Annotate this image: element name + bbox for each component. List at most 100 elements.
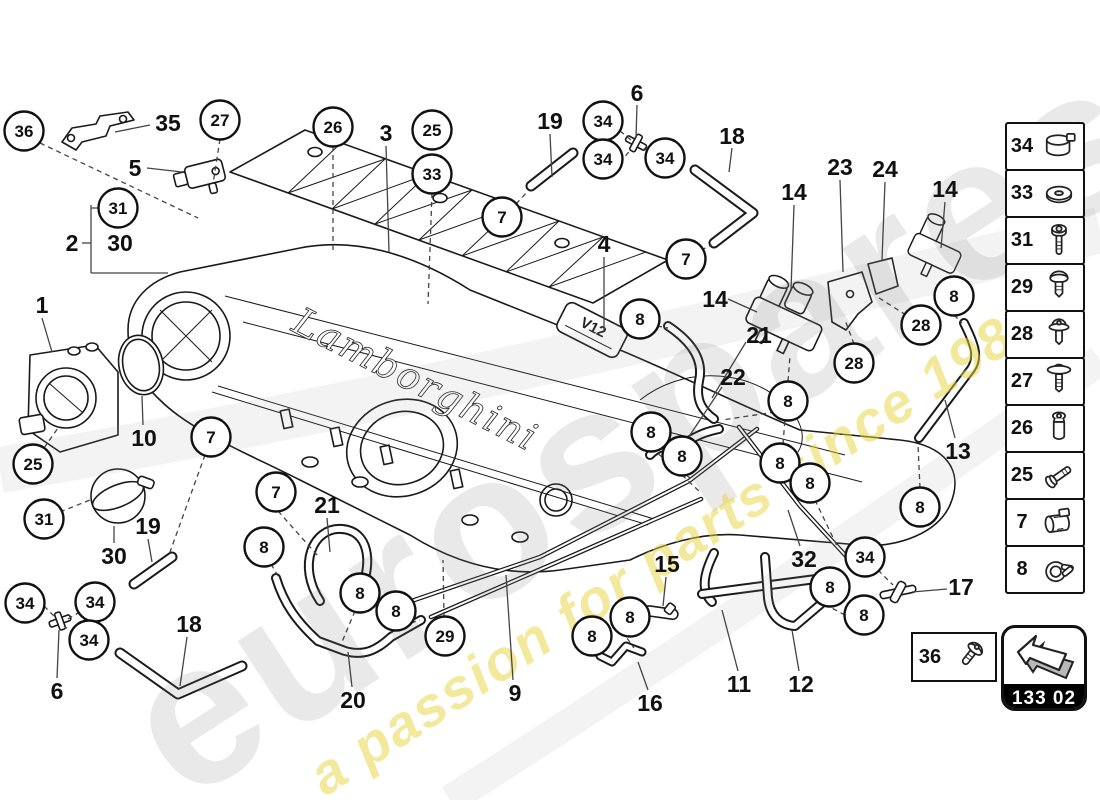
leader-line xyxy=(721,609,739,672)
connector-15 xyxy=(643,602,679,621)
callout-8[interactable]: 8 xyxy=(767,380,809,422)
callout-8[interactable]: 8 xyxy=(243,526,285,568)
callout-7[interactable]: 7 xyxy=(481,196,523,238)
part-label-3: 3 xyxy=(380,120,393,146)
callout-34[interactable]: 34 xyxy=(644,137,686,179)
sidebar-row-7[interactable]: 7 xyxy=(1005,498,1085,547)
callout-25[interactable]: 25 xyxy=(12,443,54,485)
leader-line xyxy=(147,538,153,563)
callout-circle xyxy=(644,137,686,179)
leader-line xyxy=(917,444,921,489)
callout-8[interactable]: 8 xyxy=(619,298,661,340)
leader-line xyxy=(844,319,855,345)
callout-34[interactable]: 34 xyxy=(582,100,624,142)
leader-line xyxy=(662,576,667,607)
callout-circle xyxy=(843,594,885,636)
callout-number: 34 xyxy=(656,149,675,168)
part-label-30: 30 xyxy=(101,543,127,569)
callout-circle xyxy=(375,590,417,632)
part-label-21: 21 xyxy=(314,492,340,518)
callout-8[interactable]: 8 xyxy=(899,486,941,528)
callout-8[interactable]: 8 xyxy=(339,572,381,614)
callout-8[interactable]: 8 xyxy=(809,566,851,608)
sidebar-row-29[interactable]: 29 xyxy=(1005,263,1085,312)
sidebar-row-28[interactable]: 28 xyxy=(1005,310,1085,359)
sidebar-row-26[interactable]: 26 xyxy=(1005,404,1085,453)
part-label-18: 18 xyxy=(719,123,745,149)
leader-line xyxy=(727,298,758,313)
sidebar-part-number: 25 xyxy=(1010,464,1034,486)
callout-circle xyxy=(630,411,672,453)
hardware-box-36[interactable]: 36 xyxy=(911,632,997,682)
sidebar-row-33[interactable]: 33 xyxy=(1005,169,1085,218)
callout-7[interactable]: 7 xyxy=(255,471,297,513)
callout-number: 25 xyxy=(24,455,43,474)
part-label-22: 22 xyxy=(720,364,746,390)
leader-line xyxy=(791,629,800,672)
callout-25[interactable]: 25 xyxy=(411,109,453,151)
callout-circle xyxy=(339,572,381,614)
callout-8[interactable]: 8 xyxy=(661,435,703,477)
callout-circle xyxy=(809,566,851,608)
callout-8[interactable]: 8 xyxy=(759,442,801,484)
callout-31[interactable]: 31 xyxy=(97,187,139,229)
callout-8[interactable]: 8 xyxy=(843,594,885,636)
callout-34[interactable]: 34 xyxy=(844,536,886,578)
callout-8[interactable]: 8 xyxy=(375,590,417,632)
sleeve-nut-icon xyxy=(1037,407,1081,451)
callout-28[interactable]: 28 xyxy=(833,342,875,384)
callout-34[interactable]: 34 xyxy=(582,138,624,180)
diagram-nav-badge[interactable]: 133 02 xyxy=(1001,625,1087,711)
callout-circle xyxy=(411,109,453,151)
sidebar-row-8[interactable]: 8 xyxy=(1005,545,1085,594)
callout-28[interactable]: 28 xyxy=(900,304,942,346)
leader-line xyxy=(169,454,206,553)
callout-34[interactable]: 34 xyxy=(68,619,110,661)
callout-circle xyxy=(619,298,661,340)
part-label-23: 23 xyxy=(827,154,853,180)
leader-line xyxy=(687,386,723,439)
callout-34[interactable]: 34 xyxy=(74,581,116,623)
callout-number: 8 xyxy=(677,447,686,466)
callout-36[interactable]: 36 xyxy=(3,110,45,152)
sidebar-row-27[interactable]: 27 xyxy=(1005,357,1085,406)
leader-line xyxy=(911,588,948,593)
callout-circle xyxy=(759,442,801,484)
sidebar-row-34[interactable]: 34 xyxy=(1005,122,1085,171)
callout-8[interactable]: 8 xyxy=(933,275,975,317)
leader-line xyxy=(549,133,553,178)
callout-7[interactable]: 7 xyxy=(665,238,707,280)
hose-clamp-icon xyxy=(1037,125,1081,169)
callout-number: 7 xyxy=(497,208,506,227)
leader-line xyxy=(141,395,144,426)
throttle-body xyxy=(18,342,119,453)
leader-line xyxy=(347,651,353,688)
callout-31[interactable]: 31 xyxy=(23,498,65,540)
callout-8[interactable]: 8 xyxy=(789,462,831,504)
part-label-18: 18 xyxy=(176,611,202,637)
part-label-32: 32 xyxy=(791,546,817,572)
callout-8[interactable]: 8 xyxy=(571,615,613,657)
flange-screw-icon xyxy=(1037,313,1081,357)
callout-29[interactable]: 29 xyxy=(424,615,466,657)
leader-line xyxy=(619,130,632,141)
leader-line xyxy=(59,499,91,513)
callout-8[interactable]: 8 xyxy=(609,596,651,638)
callout-26[interactable]: 26 xyxy=(312,106,354,148)
callout-circle xyxy=(933,275,975,317)
long-bolt-icon xyxy=(1037,454,1081,498)
leader-line xyxy=(146,167,183,173)
callout-number: 7 xyxy=(206,428,215,447)
sidebar-row-31[interactable]: 31 xyxy=(1005,216,1085,265)
callout-27[interactable]: 27 xyxy=(199,99,241,141)
leader-line xyxy=(114,124,151,133)
spring-clamp-icon xyxy=(1037,548,1081,592)
washer-icon xyxy=(1037,172,1081,216)
callout-34[interactable]: 34 xyxy=(4,582,46,624)
callout-7[interactable]: 7 xyxy=(190,416,232,458)
callout-circle xyxy=(661,435,703,477)
sidebar-row-25[interactable]: 25 xyxy=(1005,451,1085,500)
callout-33[interactable]: 33 xyxy=(411,153,453,195)
callout-8[interactable]: 8 xyxy=(630,411,672,453)
